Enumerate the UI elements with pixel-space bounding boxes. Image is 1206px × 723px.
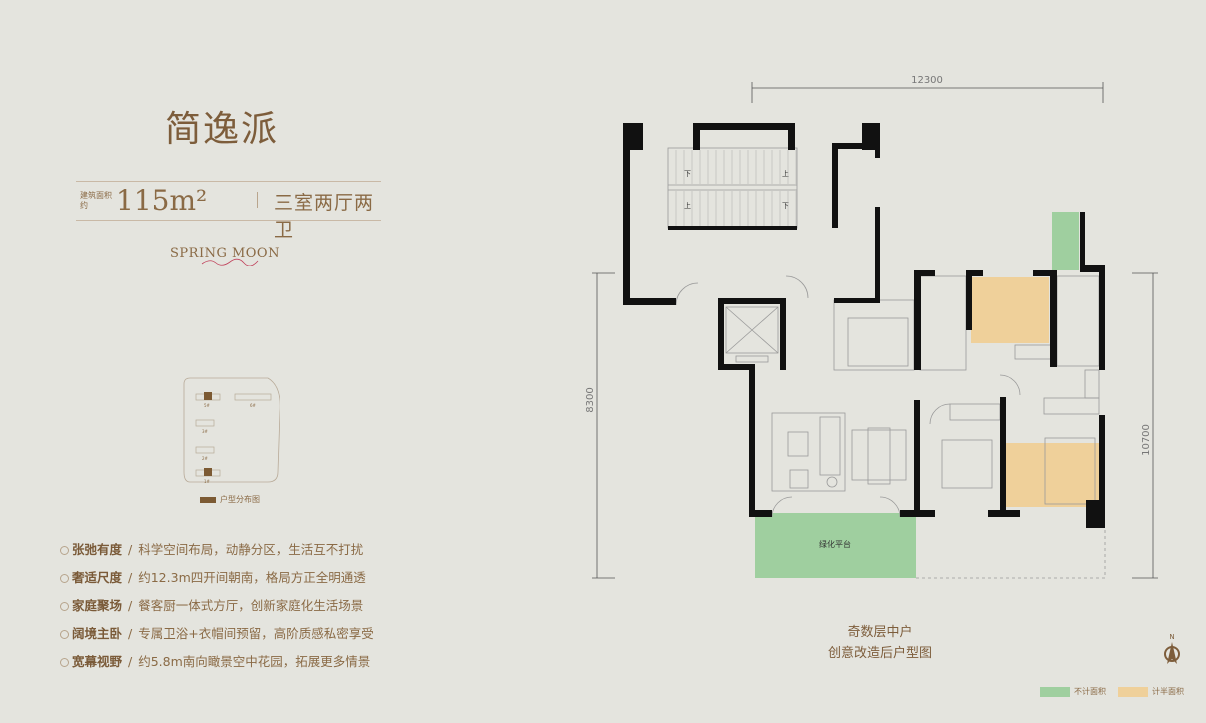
feature-item: 阔境主卧 / 专属卫浴+衣帽间预留，高阶质感私密享受 <box>60 624 374 652</box>
bullet-icon <box>60 602 69 611</box>
stair-down-label: 下 <box>684 170 691 178</box>
feature-item: 奢适尺度 / 约12.3m四开间朝南，格局方正全明通透 <box>60 568 374 596</box>
keymap-legend-label: 户型分布图 <box>220 495 260 504</box>
legend-swatch <box>1118 686 1148 697</box>
plan-caption: 奇数层中户 创意改造后户型图 <box>790 622 970 664</box>
balcony-area <box>755 513 916 578</box>
feature-key: 家庭聚场 <box>72 598 123 613</box>
floor-label: 1# <box>204 479 211 484</box>
feature-sep: / <box>128 570 133 585</box>
dimension-top: 12300 <box>911 75 943 86</box>
highlight-unit <box>204 392 212 400</box>
floor-label: 5# <box>204 403 211 408</box>
feature-item: 家庭聚场 / 餐客厨一体式方厅，创新家庭化生活场景 <box>60 596 374 624</box>
brand-signature <box>201 258 259 266</box>
feature-key: 阔境主卧 <box>72 626 123 641</box>
legend-not-counted: 不计面积 <box>1040 686 1106 697</box>
area-value: 115m² <box>116 184 208 217</box>
legend-swatch <box>200 496 216 503</box>
caption-line1: 奇数层中户 <box>847 625 913 640</box>
bullet-icon <box>60 630 69 639</box>
feature-key: 奢适尺度 <box>72 570 123 585</box>
area-label: 建筑面积约 <box>80 191 112 210</box>
spec-line: 建筑面积约 115m² 三室两厅两卫 <box>76 181 381 241</box>
stair-up-label: 上 <box>782 169 789 178</box>
floor-label: 2# <box>202 456 209 461</box>
feature-item: 宽幕视野 / 约5.8m南向瞰景空中花园，拓展更多情景 <box>60 652 374 680</box>
interior-lines <box>667 147 1100 518</box>
feature-desc: 约12.3m四开间朝南，格局方正全明通透 <box>138 570 366 585</box>
feature-sep: / <box>128 542 133 557</box>
feature-sep: / <box>128 598 133 613</box>
stair-up-label: 上 <box>684 201 691 210</box>
legend-label: 不计面积 <box>1074 687 1106 696</box>
stair-labels: 下 上 上 下 <box>684 169 789 210</box>
stair-treads <box>675 150 797 226</box>
highlight-unit <box>204 468 212 476</box>
north-arrow-icon: N <box>1164 633 1180 664</box>
bedroom-half-area <box>971 277 1049 343</box>
feature-item: 张弛有度 / 科学空间布局，动静分区，生活互不打扰 <box>60 540 374 568</box>
walls <box>623 123 1105 528</box>
brand-logo: SPRING MOON <box>170 246 280 261</box>
dimension-lines <box>592 82 1158 579</box>
legend-swatch <box>1040 686 1070 697</box>
unit-distribution-map: 5# 6# 3# 2# 1# <box>183 377 280 484</box>
dimension-right: 10700 <box>1141 424 1152 456</box>
outline-dashed <box>916 528 1106 579</box>
balcony-label: 绿化平台 <box>819 539 851 549</box>
north-label: N <box>1169 633 1174 641</box>
feature-desc: 餐客厨一体式方厅，创新家庭化生活场景 <box>138 598 364 613</box>
bullet-icon <box>60 658 69 667</box>
bullet-icon <box>60 574 69 583</box>
floor-label: 6# <box>250 403 257 408</box>
page-title: 简逸派 <box>165 109 280 150</box>
feature-desc: 科学空间布局，动静分区，生活互不打扰 <box>138 542 364 557</box>
bullet-icon <box>60 546 69 555</box>
floor-label: 3# <box>202 429 209 434</box>
feature-sep: / <box>128 626 133 641</box>
legend-half-counted: 计半面积 <box>1118 686 1184 697</box>
divider <box>257 192 258 208</box>
feature-list: 张弛有度 / 科学空间布局，动静分区，生活互不打扰 奢适尺度 / 约12.3m四开间朝南… <box>60 540 374 680</box>
ac-platform-area <box>1052 212 1079 270</box>
feature-sep: / <box>128 654 133 669</box>
legend-label: 计半面积 <box>1152 687 1184 696</box>
dimension-left: 8300 <box>585 387 596 412</box>
caption-line2: 创意改造后户型图 <box>827 646 932 661</box>
keymap-legend: 户型分布图 <box>200 494 260 505</box>
stair-down-label: 下 <box>782 202 789 210</box>
feature-key: 宽幕视野 <box>72 654 123 669</box>
master-bedroom-half-area <box>1006 443 1099 507</box>
feature-desc: 约5.8m南向瞰景空中花园，拓展更多情景 <box>138 654 371 669</box>
feature-desc: 专属卫浴+衣帽间预留，高阶质感私密享受 <box>138 626 374 641</box>
layout-type: 三室两厅两卫 <box>274 192 375 241</box>
feature-key: 张弛有度 <box>72 542 123 557</box>
